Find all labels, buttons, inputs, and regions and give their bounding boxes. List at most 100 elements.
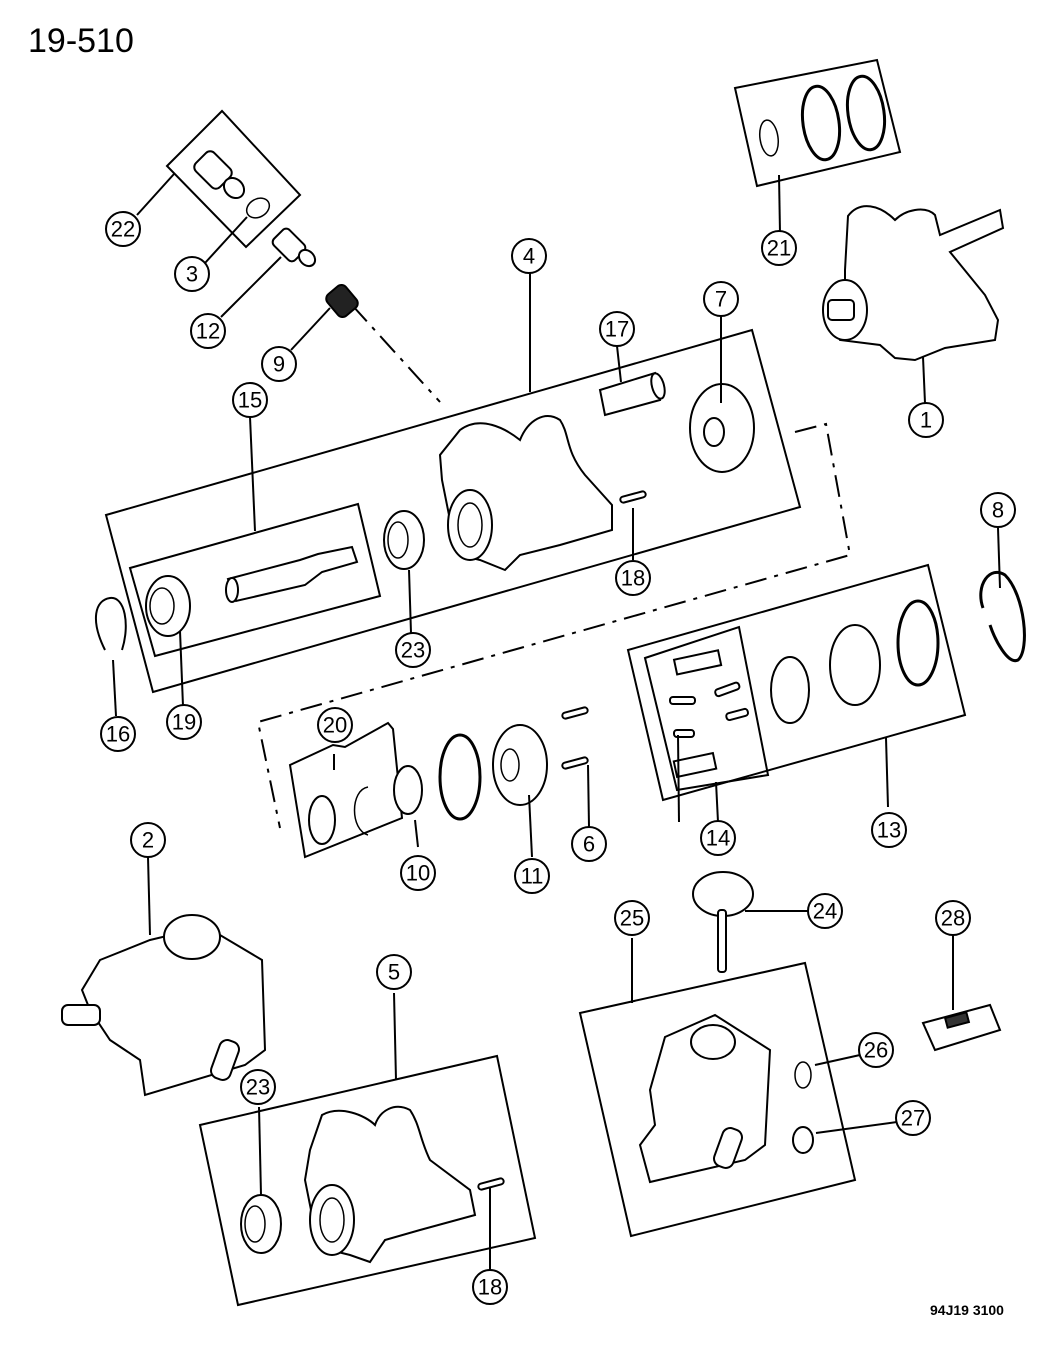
- kit-box-21: [733, 58, 902, 188]
- shaft-seal-icon: [383, 510, 425, 570]
- callout-9[interactable]: 9: [261, 346, 297, 382]
- seal-kit-20-icon: [308, 786, 369, 845]
- shaft-seal-lower-icon: [240, 1194, 282, 1254]
- spring-icon: [325, 284, 359, 318]
- svg-text:15: 15: [238, 388, 262, 413]
- callout-19[interactable]: 19: [166, 704, 202, 740]
- callout-2[interactable]: 2: [130, 822, 166, 858]
- kit-box-15: [128, 502, 382, 658]
- plug-27-icon: [792, 1126, 814, 1154]
- callout-21[interactable]: 21: [761, 230, 797, 266]
- pin-6b-icon: [561, 756, 589, 770]
- pin-6a-icon: [561, 706, 589, 720]
- svg-text:8: 8: [992, 498, 1004, 523]
- svg-text:24: 24: [813, 899, 837, 924]
- retaining-ring-icon: [979, 570, 1026, 663]
- callout-6[interactable]: 6: [571, 826, 607, 862]
- drive-shaft-icon: [225, 545, 359, 603]
- callout-23-upper[interactable]: 23: [395, 632, 431, 668]
- callout-10[interactable]: 10: [400, 855, 436, 891]
- rotor-kit-icon: [770, 599, 940, 724]
- callout-7[interactable]: 7: [703, 281, 739, 317]
- svg-text:27: 27: [901, 1106, 925, 1131]
- svg-text:26: 26: [864, 1038, 888, 1063]
- callout-13[interactable]: 13: [871, 812, 907, 848]
- svg-text:18: 18: [478, 1275, 502, 1300]
- kit-box-4: [104, 328, 802, 694]
- thrust-plate-icon: [492, 724, 548, 806]
- callout-28[interactable]: 28: [935, 900, 971, 936]
- clip-bracket-icon: [921, 1003, 1002, 1052]
- dowel-pin-icon: [598, 371, 666, 417]
- diagram-page-number: 19-510: [28, 22, 134, 60]
- svg-text:5: 5: [388, 960, 400, 985]
- grommet-26-icon: [794, 1061, 812, 1089]
- svg-text:23: 23: [246, 1075, 270, 1100]
- svg-text:9: 9: [273, 352, 285, 377]
- callout-24[interactable]: 24: [807, 893, 843, 929]
- o-ring-3-icon: [245, 197, 271, 219]
- callout-1[interactable]: 1: [908, 402, 944, 438]
- callout-18-lower[interactable]: 18: [472, 1269, 508, 1305]
- callout-11[interactable]: 11: [514, 858, 550, 894]
- callout-27[interactable]: 27: [895, 1100, 931, 1136]
- snap-ring-icon: [94, 596, 127, 651]
- svg-text:7: 7: [715, 287, 727, 312]
- callout-15[interactable]: 15: [232, 382, 268, 418]
- callout-8[interactable]: 8: [980, 492, 1016, 528]
- svg-text:18: 18: [621, 566, 645, 591]
- kit-box-5: [198, 1054, 537, 1307]
- callout-16[interactable]: 16: [100, 716, 136, 752]
- callout-23-lower[interactable]: 23: [240, 1069, 276, 1105]
- svg-text:14: 14: [706, 826, 730, 851]
- o-ring-icon: [438, 733, 482, 821]
- callout-25[interactable]: 25: [614, 900, 650, 936]
- svg-text:3: 3: [186, 262, 198, 287]
- callout-5[interactable]: 5: [376, 954, 412, 990]
- callout-4[interactable]: 4: [511, 238, 547, 274]
- svg-text:20: 20: [323, 713, 347, 738]
- pump-with-reservoir-icon: [61, 914, 267, 1097]
- assembly-line-9-to-4: [351, 304, 441, 403]
- svg-text:22: 22: [111, 217, 135, 242]
- leader-lines: [112, 173, 1001, 1272]
- reservoir-icon: [638, 1013, 772, 1184]
- power-steering-pump-icon: [822, 205, 1005, 362]
- callout-3[interactable]: 3: [174, 256, 210, 292]
- assembly-line-rotor-group: [256, 422, 852, 829]
- svg-text:17: 17: [605, 317, 629, 342]
- callout-26[interactable]: 26: [858, 1032, 894, 1068]
- callout-18-upper[interactable]: 18: [615, 560, 651, 596]
- pressure-plate-icon: [689, 383, 755, 473]
- callout-20[interactable]: 20: [317, 707, 353, 743]
- svg-text:21: 21: [767, 236, 791, 261]
- callout-17[interactable]: 17: [599, 311, 635, 347]
- svg-text:23: 23: [401, 638, 425, 663]
- callout-12[interactable]: 12: [190, 313, 226, 349]
- svg-text:28: 28: [941, 906, 965, 931]
- svg-text:13: 13: [877, 818, 901, 843]
- spring-10-icon: [393, 765, 423, 815]
- svg-text:4: 4: [523, 244, 535, 269]
- callout-22[interactable]: 22: [105, 211, 141, 247]
- pin-18-icon: [619, 490, 647, 504]
- reservoir-cap-icon: [692, 871, 754, 973]
- callout-14[interactable]: 14: [700, 820, 736, 856]
- svg-text:1: 1: [920, 408, 932, 433]
- pump-housing-icon: [438, 415, 613, 572]
- diagram-code: 94J19 3100: [930, 1302, 1004, 1318]
- kit-box-25: [578, 961, 857, 1238]
- bearing-icon: [145, 575, 191, 637]
- svg-text:10: 10: [406, 861, 430, 886]
- o-ring-kit-icon: [758, 74, 887, 162]
- svg-text:11: 11: [521, 864, 544, 889]
- pin-18-lower-icon: [477, 1177, 505, 1191]
- svg-text:12: 12: [196, 319, 220, 344]
- svg-text:16: 16: [106, 722, 130, 747]
- kit-box-20: [288, 721, 404, 859]
- svg-text:19: 19: [172, 710, 196, 735]
- svg-text:2: 2: [142, 828, 154, 853]
- pressure-fitting-icon: [193, 150, 246, 200]
- vanes-icon: [669, 649, 749, 779]
